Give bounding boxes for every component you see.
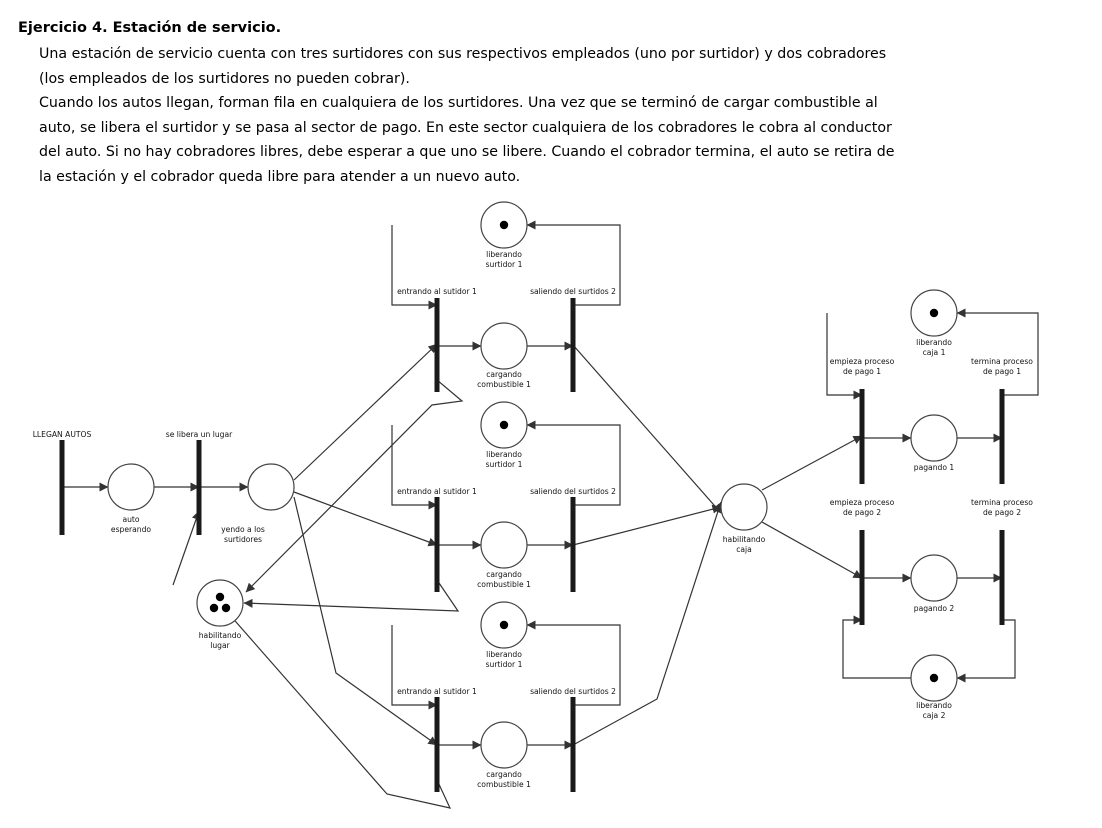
arc <box>761 521 863 579</box>
arc <box>572 344 722 514</box>
arc <box>826 313 863 400</box>
place-circle <box>480 521 528 569</box>
token <box>929 673 939 683</box>
arc <box>572 501 723 746</box>
arc <box>293 343 438 481</box>
node-label: pagando 1 <box>914 463 955 472</box>
arc <box>842 615 911 679</box>
place-circle <box>910 554 958 602</box>
node-label: LLEGAN AUTOS <box>33 430 92 439</box>
token <box>221 603 231 613</box>
token <box>209 603 219 613</box>
transition-bar <box>59 440 65 535</box>
arc <box>391 225 438 310</box>
transition-bar <box>999 389 1005 484</box>
arc <box>526 220 621 306</box>
transition-bar <box>434 697 440 792</box>
node-label: se libera un lugar <box>166 430 233 439</box>
transition-bar <box>434 298 440 392</box>
node-label: entrando al sutidor 1 <box>397 287 477 296</box>
transition-bar <box>999 530 1005 625</box>
transition-bar <box>859 389 865 484</box>
arc <box>245 379 464 593</box>
token <box>929 308 939 318</box>
transition-bar <box>434 497 440 592</box>
statement-line: del auto. Si no hay cobradores libres, d… <box>39 144 895 160</box>
node-label: saliendo del surtidos 2 <box>530 687 616 696</box>
arc <box>956 619 1016 683</box>
arc <box>391 425 438 510</box>
transition-bar <box>570 697 576 792</box>
statement-line: Una estación de servicio cuenta con tres… <box>39 46 887 62</box>
arc <box>526 620 621 706</box>
statement-line: (los empleados de los surtidores no pued… <box>39 70 410 87</box>
node-label: entrando al sutidor 1 <box>397 687 477 696</box>
arc <box>526 420 621 506</box>
place-circle <box>247 463 295 511</box>
transition-bar <box>570 497 576 592</box>
place-circle <box>480 721 528 769</box>
arc <box>172 510 201 586</box>
place-circle <box>720 483 768 531</box>
page-title: Ejercicio 4. Estación de servicio. <box>18 20 282 36</box>
arc <box>572 504 722 546</box>
place-circle <box>480 322 528 370</box>
statement-line: auto, se libera el surtidor y se pasa al… <box>39 119 892 136</box>
node-label: pagando 2 <box>914 604 955 613</box>
problem-statement: Una estación de servicio cuenta con tres… <box>39 42 1099 189</box>
statement-line: la estación y el cobrador queda libre pa… <box>39 168 521 185</box>
place-circle <box>196 579 244 627</box>
arc <box>228 613 452 809</box>
arc <box>956 308 1039 396</box>
transition-bar <box>859 530 865 625</box>
node-label: saliendo del surtidos 2 <box>530 287 616 296</box>
arc <box>391 625 438 710</box>
place-circle <box>107 463 155 511</box>
arc <box>243 579 460 612</box>
node-label: entrando al sutidor 1 <box>397 487 477 496</box>
statement-line: Cuando los autos llegan, forman fila en … <box>39 95 878 111</box>
arc <box>761 435 863 491</box>
transition-bar <box>196 440 202 535</box>
arc <box>293 491 438 547</box>
token <box>215 592 225 602</box>
token <box>499 420 509 430</box>
token <box>499 620 509 630</box>
transition-bar <box>570 298 576 392</box>
place-circle <box>910 414 958 462</box>
arc <box>293 496 438 746</box>
node-label: saliendo del surtidos 2 <box>530 487 616 496</box>
token <box>499 220 509 230</box>
